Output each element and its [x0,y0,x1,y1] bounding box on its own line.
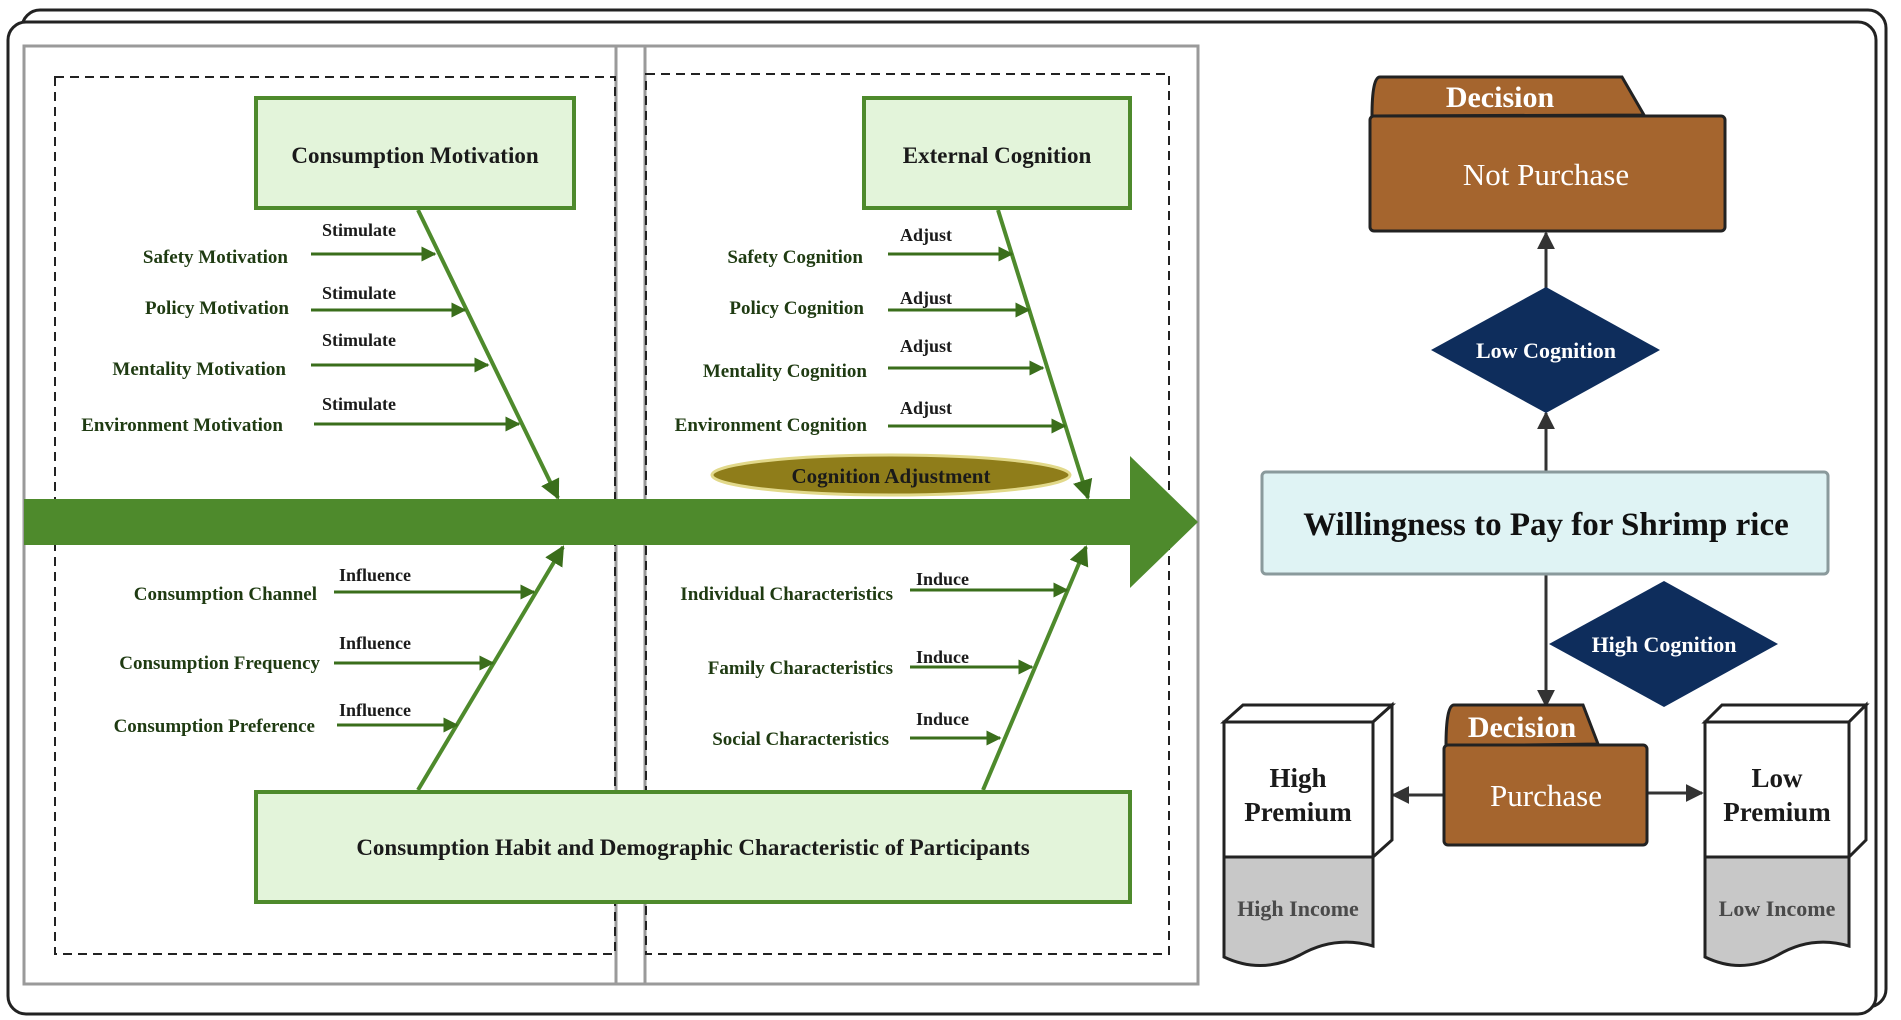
habit-verb-channel: Influence [339,565,411,585]
habit-verb-preference: Influence [339,700,411,720]
main-spine-arrowhead [1130,456,1198,588]
motivation-items: Safety Motivation Stimulate Policy Motiv… [81,220,521,436]
high-income-label: High Income [1237,896,1359,921]
high-premium-box [1222,720,1375,859]
habit-items: Consumption Channel Influence Consumptio… [114,565,536,737]
demographic-items: Individual Characteristics Induce Family… [680,569,1069,750]
high-premium-line1: High [1269,763,1326,793]
motivation-verb-policy: Stimulate [322,283,396,303]
demographic-verb-individual: Induce [916,569,969,589]
motivation-verb-safety: Stimulate [322,220,396,240]
demographic-label-individual: Individual Characteristics [680,584,893,605]
motivation-label-policy: Policy Motivation [145,298,289,319]
cognition-box [862,96,1132,210]
habit-label-channel: Consumption Channel [134,584,317,605]
demographic-label-social: Social Characteristics [712,729,889,750]
motivation-title: Consumption Motivation [291,143,538,168]
cognition-label-policy: Policy Cognition [729,298,864,319]
bone-demographic [981,545,1089,791]
wtp-box [1260,470,1830,576]
cognition-verb-environment: Adjust [900,398,952,418]
high-cognition-label: High Cognition [1592,632,1737,657]
not-purchase-folder-tab [1370,75,1647,118]
cognition-label-safety: Safety Cognition [727,247,863,268]
motivation-verb-mentality: Stimulate [322,330,396,350]
low-premium-box-side [1847,701,1868,861]
bone-motivation [416,209,560,500]
habit-demographic-title: Consumption Habit and Demographic Charac… [356,835,1029,860]
cognition-label-environment: Environment Cognition [675,415,868,436]
demographic-verb-family: Induce [916,647,969,667]
habit-label-preference: Consumption Preference [114,716,315,737]
low-premium-line2: Premium [1723,797,1831,827]
high-cognition-diamond [1549,581,1778,707]
demographic-label-family: Family Characteristics [708,658,893,679]
main-spine [24,499,1134,545]
low-premium-box-top [1701,703,1870,724]
motivation-box [254,96,576,210]
cognition-verb-mentality: Adjust [900,336,952,356]
habit-demographic-box [254,790,1132,904]
high-premium-line2: Premium [1244,797,1352,827]
high-income-document [1222,855,1375,967]
cognition-adjustment-label: Cognition Adjustment [792,464,991,488]
cognition-title: External Cognition [903,143,1092,168]
not-purchase-label: Not Purchase [1463,157,1629,192]
low-premium-line1: Low [1751,763,1803,793]
motivation-label-safety: Safety Motivation [143,247,289,268]
motivation-verb-environment: Stimulate [322,394,396,414]
high-premium-box-top [1220,703,1396,724]
not-purchase-folder [1368,114,1727,233]
cognition-adjustment-ellipse [710,453,1072,497]
low-income-label: Low Income [1719,896,1836,921]
motivation-label-mentality: Mentality Motivation [112,359,286,380]
cognition-verb-policy: Adjust [900,288,952,308]
low-cognition-diamond [1431,287,1660,413]
cognition-label-mentality: Mentality Cognition [703,361,868,382]
high-premium-box-side [1371,701,1394,861]
purchase-tab-label: Decision [1468,711,1577,744]
low-cognition-label: Low Cognition [1476,338,1616,363]
motivation-label-environment: Environment Motivation [81,415,283,436]
demographic-verb-social: Induce [916,709,969,729]
habit-label-frequency: Consumption Frequency [119,653,320,674]
cognition-verb-safety: Adjust [900,225,952,245]
purchase-label: Purchase [1490,778,1602,813]
wtp-label: Willingness to Pay for Shrimp rice [1303,507,1789,543]
low-income-document [1703,855,1851,967]
not-purchase-tab-label: Decision [1446,81,1555,114]
cognition-items: Safety Cognition Adjust Policy Cognition… [675,225,1067,436]
low-premium-box [1703,720,1851,859]
habit-verb-frequency: Influence [339,633,411,653]
purchase-folder [1442,743,1649,847]
purchase-folder-tab [1444,703,1601,748]
